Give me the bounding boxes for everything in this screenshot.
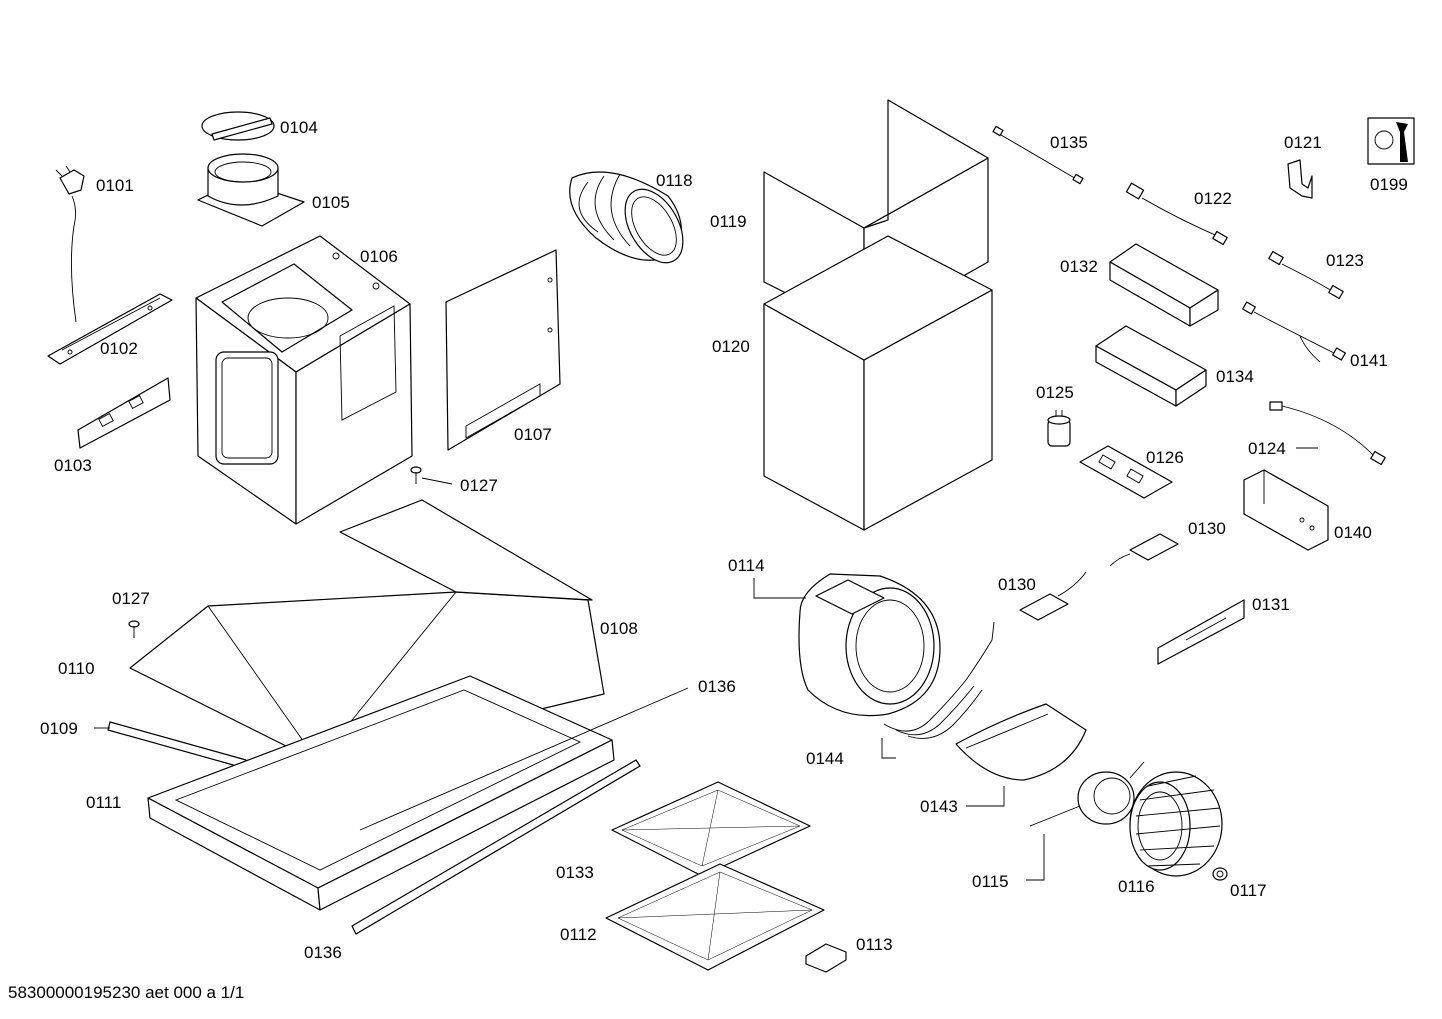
part-0116-impeller <box>1129 771 1223 877</box>
label-0144: 0144 <box>806 749 844 768</box>
part-0136-seal-upper <box>359 687 689 831</box>
label-0116: 0116 <box>1118 877 1155 896</box>
part-0121-holder <box>1287 159 1313 199</box>
label-0105: 0105 <box>312 193 350 212</box>
part-0127-screw-left <box>128 620 140 638</box>
label-0117: 0117 <box>1230 881 1267 900</box>
part-0136-strip-lower <box>351 759 641 935</box>
label-0113: 0113 <box>856 935 893 954</box>
part-0104-flap <box>201 111 275 141</box>
part-0103-bracket <box>77 377 171 449</box>
part-0144-coil <box>883 621 995 739</box>
part-0115-motor <box>1029 761 1145 827</box>
label-0101: 0101 <box>96 176 134 195</box>
label-0112: 0112 <box>560 925 597 944</box>
part-0143-scroll <box>955 703 1087 781</box>
part-0132-box-cover <box>1109 243 1219 327</box>
label-0118: 0118 <box>656 171 693 190</box>
label-0114: 0114 <box>728 556 765 575</box>
document-code: 58300000195230 aet 000 a 1/1 <box>8 983 244 1002</box>
label-0130-right: 0130 <box>1188 519 1226 538</box>
part-0133-grease-filter <box>611 781 811 877</box>
label-0125: 0125 <box>1036 383 1074 402</box>
label-0141: 0141 <box>1350 351 1388 370</box>
label-0110: 0110 <box>58 659 95 678</box>
label-0123: 0123 <box>1326 251 1364 270</box>
part-0134-control-box <box>1095 325 1207 407</box>
label-0135: 0135 <box>1050 133 1088 152</box>
label-0126: 0126 <box>1146 448 1184 467</box>
part-0112-grease-filter <box>605 863 825 971</box>
part-0131-control-panel <box>1157 599 1245 665</box>
label-0122: 0122 <box>1194 189 1232 208</box>
part-0105-collar <box>197 153 305 227</box>
label-0107: 0107 <box>514 425 552 444</box>
label-0104: 0104 <box>280 118 318 137</box>
part-0122-cable <box>1125 182 1228 246</box>
label-0133: 0133 <box>556 863 594 882</box>
label-0199: 0199 <box>1370 175 1408 194</box>
label-0102: 0102 <box>100 339 138 358</box>
label-0103: 0103 <box>54 456 92 475</box>
part-0117-nut <box>1212 867 1228 881</box>
label-0143: 0143 <box>920 797 958 816</box>
part-0130-module-left <box>1019 571 1087 621</box>
label-0124: 0124 <box>1248 439 1286 458</box>
label-0136-lower: 0136 <box>304 943 342 962</box>
label-0130-left: 0130 <box>998 575 1036 594</box>
part-0113-clip <box>805 943 847 973</box>
part-0135-cable <box>992 125 1084 185</box>
part-0120-lower-chimney <box>763 235 993 531</box>
label-0119: 0119 <box>710 212 747 231</box>
part-0130-module-right <box>1109 533 1179 567</box>
label-0134: 0134 <box>1216 367 1254 386</box>
part-0101-power-cord <box>55 165 85 323</box>
part-0140-bracket <box>1243 469 1329 551</box>
label-0140: 0140 <box>1334 523 1372 542</box>
part-0106-housing <box>195 235 413 525</box>
label-0115: 0115 <box>972 872 1009 891</box>
part-0114-blower-housing <box>798 573 941 717</box>
label-0136-upper: 0136 <box>698 677 736 696</box>
part-0102-rail <box>47 293 173 365</box>
part-0124-cable <box>1269 401 1386 466</box>
part-0199-tools-icon <box>1367 117 1415 165</box>
part-0109-strip <box>107 721 247 769</box>
label-0111: 0111 <box>86 793 121 812</box>
label-0127-left: 0127 <box>112 589 150 608</box>
part-0107-back-panel <box>445 249 561 451</box>
label-0131: 0131 <box>1252 595 1290 614</box>
label-0106: 0106 <box>360 247 398 266</box>
label-0120: 0120 <box>712 337 750 356</box>
part-0111-base-frame <box>147 675 615 911</box>
part-0127-screw-top <box>410 466 422 484</box>
label-0109: 0109 <box>40 719 78 738</box>
label-0132: 0132 <box>1060 257 1098 276</box>
label-0127-top: 0127 <box>460 476 498 495</box>
part-0118-flex-duct <box>569 171 684 264</box>
part-0141-cable <box>1242 301 1346 363</box>
part-0123-cable <box>1268 250 1344 300</box>
label-0108: 0108 <box>600 619 638 638</box>
part-0126-control-board <box>1079 445 1173 499</box>
label-0121: 0121 <box>1284 133 1322 152</box>
part-0125-capacitor <box>1047 410 1071 447</box>
